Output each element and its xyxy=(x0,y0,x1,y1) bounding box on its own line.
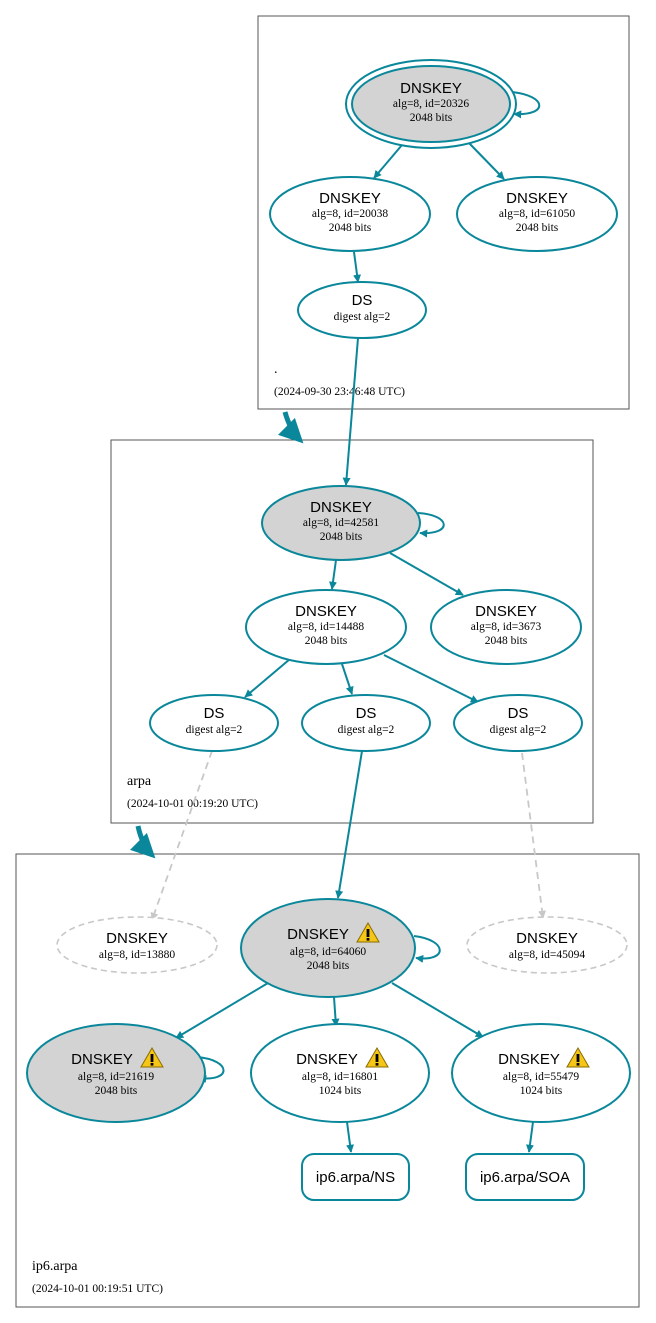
node-key-size: 2048 bits xyxy=(485,635,528,647)
zone-ip6-date: (2024-10-01 00:19:51 UTC) xyxy=(32,1283,163,1295)
root-ksk-to-zsk2-edge xyxy=(468,142,505,180)
arpa-ds2-to-ip6-ksk-edge xyxy=(335,750,363,899)
ip6-ksk-node[interactable]: DNSKEY alg=8, id=64060 2048 bits xyxy=(240,898,416,998)
ip6-ksk-to-key1-edge xyxy=(175,982,269,1039)
ip6-soa-rrset-node[interactable]: ip6.arpa/SOA xyxy=(465,1153,585,1201)
delegation-root-arpa-edge xyxy=(277,411,304,444)
node-key-id: alg=8, id=64060 xyxy=(290,946,366,958)
node-title: DNSKEY xyxy=(319,190,381,207)
zone-root-name: . xyxy=(274,362,278,377)
arpa-ds3-to-ghost2-edge xyxy=(521,752,547,919)
root-ksk-self-edge xyxy=(511,91,541,119)
node-title: DS xyxy=(356,705,377,722)
delegation-arpa-ip6-edge xyxy=(129,825,156,859)
node-title: DNSKEY xyxy=(296,1051,358,1068)
node-digest: digest alg=2 xyxy=(490,724,547,736)
arpa-ds1-node[interactable]: DS digest alg=2 xyxy=(149,694,279,752)
arpa-zsk2-node[interactable]: DNSKEY alg=8, id=3673 2048 bits xyxy=(430,589,582,665)
node-title: DS xyxy=(508,705,529,722)
ip6-ksk-self-edge xyxy=(413,935,441,963)
node-title: DS xyxy=(352,292,373,309)
node-key-id: alg=8, id=55479 xyxy=(503,1071,579,1083)
ip6-key2-node[interactable]: DNSKEY alg=8, id=16801 1024 bits xyxy=(250,1023,430,1123)
node-title: DNSKEY xyxy=(71,1051,133,1068)
zone-arpa-name: arpa xyxy=(127,774,152,789)
node-key-size: 2048 bits xyxy=(329,222,372,234)
node-title: DNSKEY xyxy=(287,926,349,943)
node-key-id: alg=8, id=3673 xyxy=(471,621,542,633)
arpa-ds1-to-ghost1-edge xyxy=(150,750,213,921)
ip6-key2-to-ns-edge xyxy=(346,1121,355,1153)
node-key-id: alg=8, id=13880 xyxy=(99,949,175,961)
root-ds-node[interactable]: DS digest alg=2 xyxy=(297,281,427,339)
node-key-size: 2048 bits xyxy=(410,112,453,124)
ip6-key1-node[interactable]: DNSKEY alg=8, id=21619 2048 bits xyxy=(26,1023,206,1123)
node-title: DS xyxy=(204,705,225,722)
ip6-ksk-to-key2-edge xyxy=(331,996,340,1027)
root-zsk2-node[interactable]: DNSKEY alg=8, id=61050 2048 bits xyxy=(456,176,618,252)
node-key-id: alg=8, id=21619 xyxy=(78,1071,154,1083)
node-key-id: alg=8, id=16801 xyxy=(302,1071,378,1083)
node-key-id: alg=8, id=61050 xyxy=(499,208,575,220)
zone-arpa-date: (2024-10-01 00:19:20 UTC) xyxy=(127,798,258,810)
ip6-key3-node[interactable]: DNSKEY alg=8, id=55479 1024 bits xyxy=(451,1023,631,1123)
node-key-size: 1024 bits xyxy=(520,1085,563,1097)
node-title: DNSKEY xyxy=(400,80,462,97)
arpa-ksk-to-zsk1-edge xyxy=(329,559,337,590)
zone-ip6-name: ip6.arpa xyxy=(32,1259,78,1274)
arpa-ksk-to-zsk2-edge xyxy=(389,552,464,596)
node-key-id: alg=8, id=42581 xyxy=(303,517,379,529)
node-key-id: alg=8, id=20326 xyxy=(393,98,469,110)
node-title: DNSKEY xyxy=(310,499,372,516)
node-title: DNSKEY xyxy=(506,190,568,207)
root-ksk-to-zsk1-edge xyxy=(373,144,403,179)
node-key-id: alg=8, id=14488 xyxy=(288,621,364,633)
node-key-size: 2048 bits xyxy=(320,531,363,543)
node-title: DNSKEY xyxy=(475,603,537,620)
node-title: DNSKEY xyxy=(295,603,357,620)
root-zsk1-node[interactable]: DNSKEY alg=8, id=20038 2048 bits xyxy=(269,176,431,252)
node-key-size: 2048 bits xyxy=(307,960,350,972)
arpa-ksk-node[interactable]: DNSKEY alg=8, id=42581 2048 bits xyxy=(261,485,421,561)
root-ds-to-arpa-ksk-edge xyxy=(342,337,359,486)
node-digest: digest alg=2 xyxy=(334,311,391,323)
arpa-ds2-node[interactable]: DS digest alg=2 xyxy=(301,694,431,752)
node-key-size: 2048 bits xyxy=(516,222,559,234)
node-title: DNSKEY xyxy=(516,930,578,947)
node-title: DNSKEY xyxy=(106,930,168,947)
rrset-label: ip6.arpa/SOA xyxy=(480,1169,570,1186)
node-key-size: 2048 bits xyxy=(95,1085,138,1097)
arpa-zsk1-to-ds2-edge xyxy=(341,663,354,695)
node-title: DNSKEY xyxy=(498,1051,560,1068)
rrset-label: ip6.arpa/NS xyxy=(316,1169,395,1186)
root-zsk1-to-ds-edge xyxy=(353,251,362,283)
ip6-key1-self-edge xyxy=(196,1056,225,1083)
arpa-ksk-self-edge xyxy=(417,512,445,538)
arpa-ds3-node[interactable]: DS digest alg=2 xyxy=(453,694,583,752)
root-ksk-node[interactable]: DNSKEY alg=8, id=20326 2048 bits xyxy=(345,59,517,149)
node-digest: digest alg=2 xyxy=(338,724,395,736)
ip6-ghost-key1-node[interactable]: DNSKEY alg=8, id=13880 xyxy=(56,916,218,974)
arpa-zsk1-node[interactable]: DNSKEY alg=8, id=14488 2048 bits xyxy=(245,589,407,665)
node-digest: digest alg=2 xyxy=(186,724,243,736)
zone-root-date: (2024-09-30 23:46:48 UTC) xyxy=(274,386,405,398)
ip6-ns-rrset-node[interactable]: ip6.arpa/NS xyxy=(301,1153,410,1201)
node-key-size: 1024 bits xyxy=(319,1085,362,1097)
node-key-id: alg=8, id=45094 xyxy=(509,949,585,961)
ip6-ghost-key2-node[interactable]: DNSKEY alg=8, id=45094 xyxy=(466,916,628,974)
arpa-zsk1-to-ds3-edge xyxy=(383,654,479,703)
ip6-key3-to-soa-edge xyxy=(525,1121,534,1153)
node-key-id: alg=8, id=20038 xyxy=(312,208,388,220)
ip6-ksk-to-key3-edge xyxy=(391,982,484,1038)
arpa-zsk1-to-ds1-edge xyxy=(244,658,291,698)
node-key-size: 2048 bits xyxy=(305,635,348,647)
